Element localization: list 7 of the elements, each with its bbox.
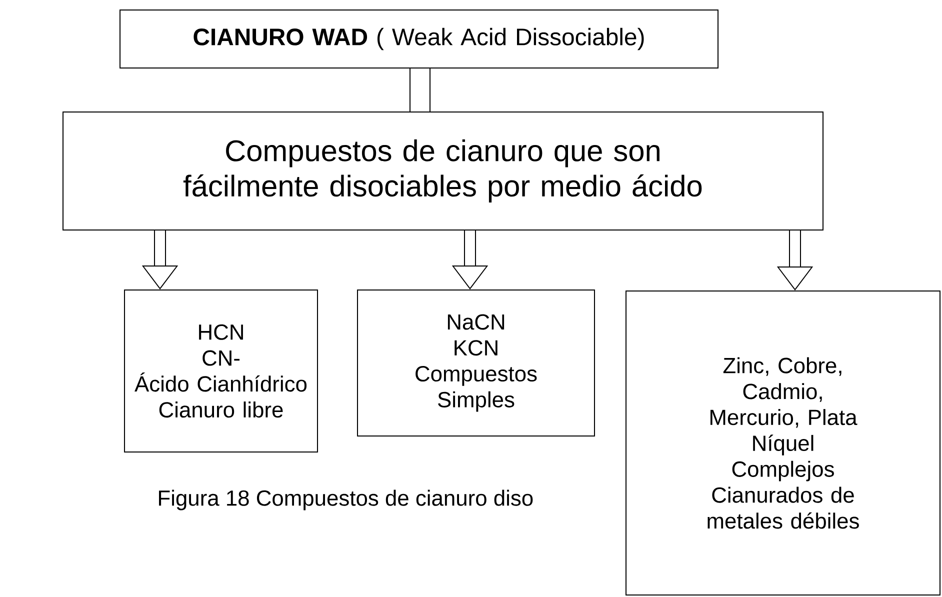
title-box: CIANURO WAD ( Weak Acid Dissociable) [120, 10, 718, 68]
group-box: NaCN KCN Compuestos Simples [357, 290, 595, 436]
category-box: Compuestos de cianuro que son fácilmente disociables por medio ácido [62, 112, 824, 230]
group-box: HCN CN- Ácido Cianhídrico Cianuro libre [124, 290, 318, 452]
caption: Figura 18 Compuestos de cianuro diso [159, 490, 533, 510]
double-line-connector [410, 68, 430, 112]
group-box: Zinc, Cobre, Cadmio, Mercurio, Plata Níquel Complejos Cianurados de metales débiles [626, 290, 940, 596]
